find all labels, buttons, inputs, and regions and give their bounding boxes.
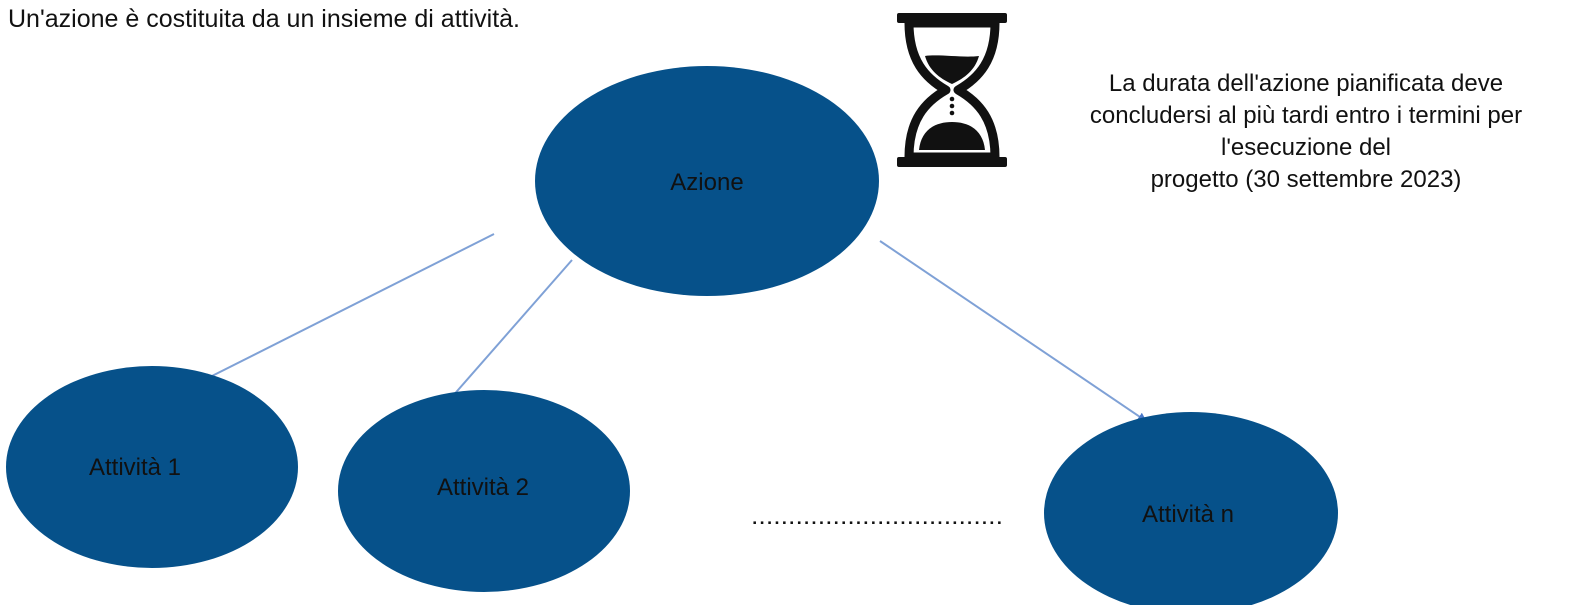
node-attivita-1: Attività 1: [6, 366, 298, 568]
hourglass-icon: [895, 12, 1009, 175]
duration-note-line: concludersi al più tardi entro i termini…: [1089, 102, 1523, 129]
arrow-to-attivita-2: [443, 259, 573, 407]
node-attivita-1-shape: [6, 366, 298, 568]
node-attivita-2-label: Attività 2: [437, 474, 529, 501]
more-activities-ellipsis: ..................................: [751, 503, 1003, 530]
arrow-to-attivita-1: [201, 233, 495, 382]
duration-note-line: La durata dell'azione pianificata deve: [1108, 70, 1504, 97]
node-attivita-n-shape: [1044, 412, 1338, 605]
connectors: [201, 233, 1147, 422]
arrow-to-attivita-n: [879, 240, 1147, 422]
node-attivita-n: Attività n: [1044, 412, 1338, 605]
node-attivita-2: Attività 2: [338, 390, 630, 592]
node-azione-shape: [535, 66, 879, 296]
duration-note: La durata dell'azione pianificata deve c…: [1038, 68, 1574, 196]
duration-note-line: progetto (30 settembre 2023): [1150, 166, 1462, 193]
node-azione: Azione: [535, 66, 879, 296]
intro-text: Un'azione è costituita da un insieme di …: [8, 5, 520, 33]
node-attivita-2-shape: [338, 390, 630, 592]
duration-note-line: l'esecuzione del: [1220, 134, 1392, 161]
node-attivita-n-label: Attività n: [1142, 501, 1234, 528]
node-attivita-1-label: Attività 1: [89, 454, 181, 481]
node-azione-label: Azione: [670, 169, 743, 196]
